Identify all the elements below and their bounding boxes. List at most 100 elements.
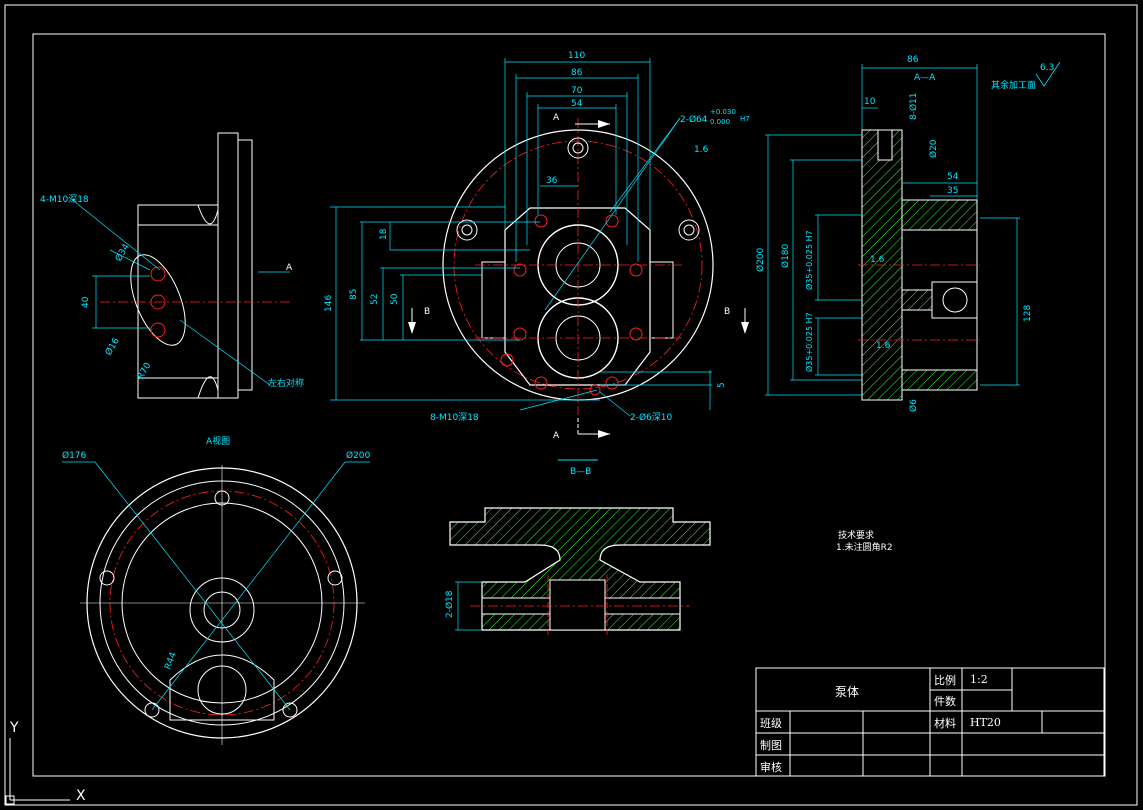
left-oval-flange [130, 254, 186, 346]
title-drawn-label: 制图 [760, 739, 782, 752]
section-bb-view: 2-Ø18 [444, 507, 711, 635]
aa-dim-128: 128 [1023, 305, 1033, 322]
title-part-name: 泵体 [835, 685, 859, 699]
title-material-value: HT20 [970, 716, 1001, 729]
front-hole-top-inner [572, 142, 584, 154]
left-flange [217, 132, 239, 399]
title-material-label: 材料 [934, 716, 956, 730]
left-hole-1 [150, 266, 166, 282]
aa-port-hole [942, 287, 968, 313]
tech-req-title: 技术要求 [838, 529, 874, 541]
ucs-icon [5, 738, 70, 805]
front-dimension-lines [330, 58, 712, 417]
front-hole-top [567, 137, 589, 159]
dim-2-phi6: 2-Ø6深10 [630, 412, 673, 423]
dim-phi64-fit: H7 [740, 115, 750, 123]
dim-18: 18 [379, 228, 389, 240]
dim-5: 5 [717, 382, 727, 388]
left-curve-bottom [197, 376, 219, 399]
title-checked-label: 审核 [760, 760, 782, 774]
left-body [137, 204, 219, 399]
left-hole-3 [150, 322, 166, 338]
bb-center-bore [549, 579, 606, 631]
section-aa-view: 86 10 54 35 128 Ø200 Ø180 Ø35+0.025 H7 Ø… [755, 55, 1061, 412]
dim-phi200: Ø200 [346, 450, 371, 461]
dim-2-phi18: 2-Ø18 [444, 590, 455, 618]
dim-phi16: Ø16 [103, 336, 122, 358]
aa-port [931, 281, 978, 319]
dim-phi176: Ø176 [62, 450, 87, 461]
aa-bore-upper [901, 229, 978, 291]
left-curve-top [197, 204, 219, 225]
left-dimension-lines [69, 197, 290, 386]
title-scale-value: 1:2 [970, 673, 988, 686]
front-hole-left-inner [461, 224, 473, 236]
roughness-rest-value: 6.3 [1040, 63, 1054, 73]
sheet-outer-border [4, 4, 1138, 806]
roughness-symbol [1035, 61, 1061, 87]
title-scale-label: 比例 [934, 673, 956, 687]
front-left-boss [481, 261, 506, 339]
front-hole-left [456, 219, 478, 241]
dim-r44: R44 [163, 651, 179, 671]
dim-50: 50 [390, 293, 400, 305]
aa-dim-phi20: Ø20 [928, 139, 939, 158]
view-a-lower-lobe [169, 654, 275, 721]
view-a: Ø176 Ø200 R44 A视图 [62, 435, 371, 745]
dim-2-phi64: 2-Ø64 [680, 114, 708, 125]
dim-110: 110 [568, 51, 585, 61]
view-a-label: A视图 [206, 435, 230, 447]
aa-dim-phi35-lower: Ø35+0.025 H7 [804, 312, 814, 372]
aa-dim-86: 86 [907, 55, 919, 65]
section-mark-b-left: B [424, 307, 430, 317]
front-view: 110 86 70 54 36 146 85 18 52 50 5 8-M10深… [324, 51, 750, 477]
aa-dim-phi200: Ø200 [755, 247, 766, 272]
dim-4-m10: 4-M10深18 [40, 194, 89, 205]
view-a-dim-lines [62, 461, 370, 711]
section-mark-a-top: A [553, 113, 560, 123]
dim-146: 146 [324, 295, 334, 312]
dim-54: 54 [571, 99, 583, 109]
dim-phi64-tol-up: +0.030 [710, 108, 736, 116]
dim-36: 36 [546, 176, 558, 186]
dim-8-m10: 8-M10深18 [430, 412, 479, 423]
front-right-boss [649, 261, 674, 339]
aa-dim-10: 10 [864, 97, 876, 107]
section-aa-label: A—A [914, 73, 936, 83]
section-mark-b-right: B [724, 307, 730, 317]
aa-dim-phi180: Ø180 [780, 243, 791, 268]
left-mark-a: A [286, 263, 293, 273]
roughness-rest-note: 其余加工面 [991, 79, 1036, 91]
left-side-view: 4-M10深18 40 Ø34 Ø16 R70 左右对称 A [40, 132, 304, 399]
m10-holes [500, 214, 643, 396]
section-bb-label: B—B [570, 467, 591, 477]
aa-bolt-hole-top [877, 129, 893, 161]
aa-dim-phi11: 8-Ø11 [908, 92, 919, 120]
dim-70: 70 [571, 86, 583, 96]
aa-roughness-upper: 1.6 [870, 255, 885, 265]
aa-dim-35: 35 [947, 186, 958, 196]
title-block [755, 667, 1105, 777]
left-symmetric-note: 左右对称 [268, 377, 304, 389]
title-qty-label: 件数 [934, 695, 956, 708]
dim-85: 85 [349, 289, 359, 300]
ucs-y-label: Y [9, 720, 19, 736]
front-hole-right [678, 219, 700, 241]
front-section-arrow-b-left [408, 322, 416, 334]
aa-dimension-lines [765, 64, 1020, 396]
front-section-arrow-b-right [741, 322, 749, 334]
dim-86: 86 [571, 68, 583, 78]
dim-52: 52 [370, 294, 380, 305]
front-section-arrow-a-bottom [598, 430, 610, 438]
section-mark-a-bottom: A [553, 431, 560, 441]
aa-dim-phi35-upper: Ø35+0.025 H7 [804, 230, 814, 290]
title-class-label: 班级 [760, 717, 782, 730]
ucs-x-label: X [76, 788, 86, 804]
dim-phi64-tol-lo: 0.000 [710, 118, 730, 126]
front-section-arrow-a-top [598, 120, 610, 128]
dim-40: 40 [81, 296, 91, 308]
aa-dim-54: 54 [947, 172, 959, 182]
front-hole-right-inner [683, 224, 695, 236]
tech-req-line-1: 1.未注圆角R2 [836, 541, 893, 553]
